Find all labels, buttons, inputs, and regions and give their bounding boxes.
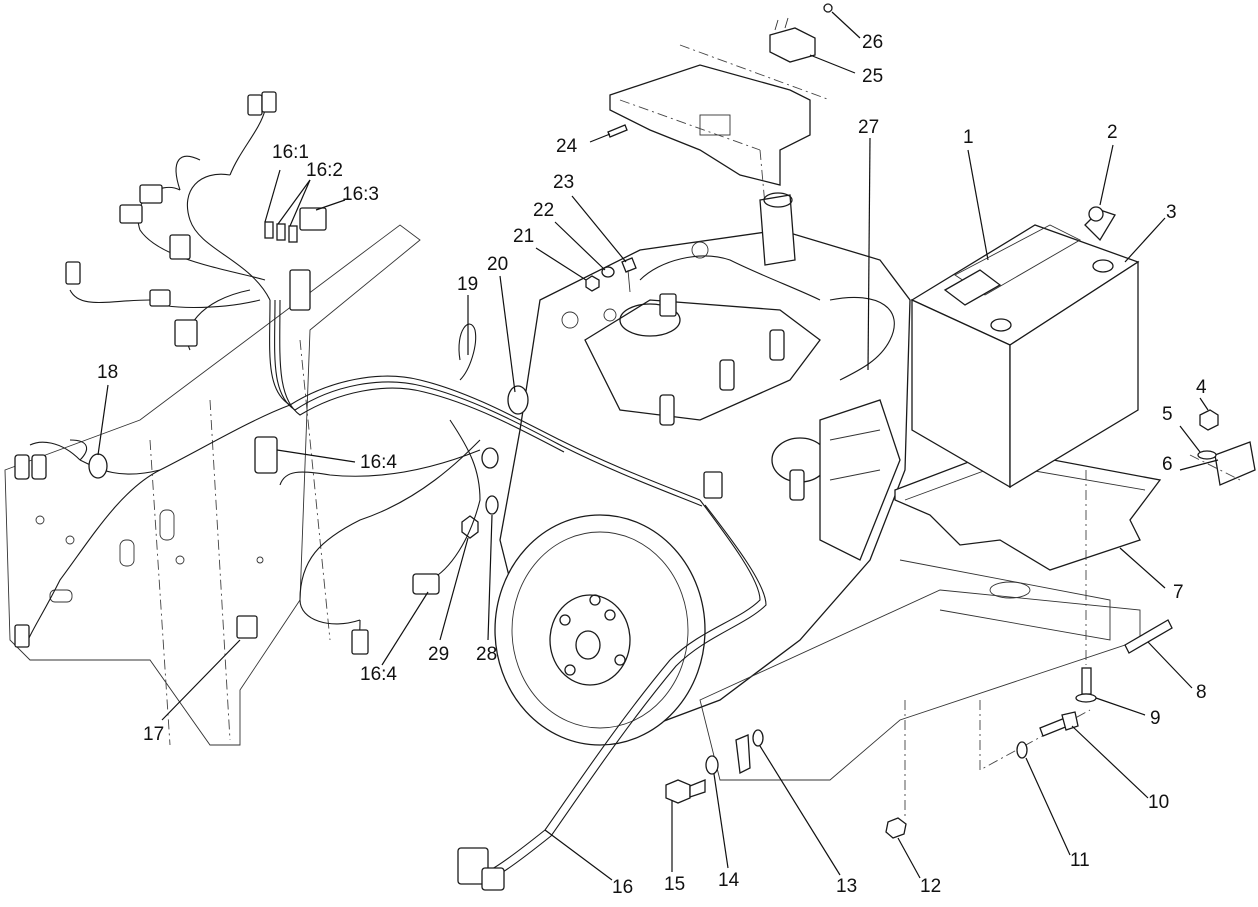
callout-3: 3 xyxy=(1166,202,1177,223)
callout-7: 7 xyxy=(1173,582,1184,603)
callout-15: 15 xyxy=(664,874,685,895)
callout-1: 1 xyxy=(963,127,974,148)
callout-16-3: 16:3 xyxy=(342,184,379,205)
relay xyxy=(769,3,833,63)
callout-25: 25 xyxy=(862,66,883,87)
callout-16-4-upper: 16:4 xyxy=(360,452,397,473)
mount-bolt xyxy=(885,711,1079,839)
mount-bracket xyxy=(609,44,831,261)
callout-29: 29 xyxy=(428,644,449,665)
callout-11: 11 xyxy=(1070,850,1090,871)
callout-19: 19 xyxy=(457,274,478,295)
hose xyxy=(1124,619,1173,654)
callout-4: 4 xyxy=(1196,377,1207,398)
chassis-frame xyxy=(4,224,421,746)
callout-28: 28 xyxy=(476,644,497,665)
harness-connectors xyxy=(14,91,723,891)
callout-13: 13 xyxy=(836,876,857,897)
callout-12: 12 xyxy=(920,876,941,897)
battery xyxy=(910,224,1140,489)
callout-9: 9 xyxy=(1150,708,1161,729)
screw xyxy=(607,124,628,138)
harness-hardware xyxy=(461,495,499,539)
base-frame xyxy=(699,559,1141,820)
callout-labels: 1 2 3 4 5 6 7 8 9 10 11 12 13 14 15 16 1… xyxy=(97,32,1207,898)
callout-22: 22 xyxy=(533,200,554,221)
leader-lines xyxy=(97,11,1219,881)
battery-terminal xyxy=(1084,206,1116,242)
ground-bolt-set xyxy=(665,729,764,804)
callout-16-2: 16:2 xyxy=(306,160,343,181)
hold-down-parts xyxy=(1189,409,1256,486)
callout-21: 21 xyxy=(513,226,534,247)
callout-24: 24 xyxy=(556,136,578,157)
callout-2: 2 xyxy=(1107,122,1118,143)
callout-5: 5 xyxy=(1162,404,1173,425)
battery-tray xyxy=(894,449,1162,599)
callout-23: 23 xyxy=(553,172,574,193)
j-bolt xyxy=(1075,470,1097,703)
flywheel xyxy=(494,514,706,746)
callout-10: 10 xyxy=(1148,792,1169,813)
callout-27: 27 xyxy=(858,117,879,138)
callout-16-4-lower: 16:4 xyxy=(360,664,397,685)
callout-17: 17 xyxy=(143,724,164,745)
callout-14: 14 xyxy=(718,870,740,891)
callout-20: 20 xyxy=(487,254,508,275)
callout-8: 8 xyxy=(1196,682,1207,703)
callout-6: 6 xyxy=(1162,454,1173,475)
callout-16-1: 16:1 xyxy=(272,142,309,163)
callout-18: 18 xyxy=(97,362,118,383)
terminal-hardware xyxy=(585,257,637,293)
callout-16: 16 xyxy=(612,877,633,898)
callout-26: 26 xyxy=(862,32,883,53)
